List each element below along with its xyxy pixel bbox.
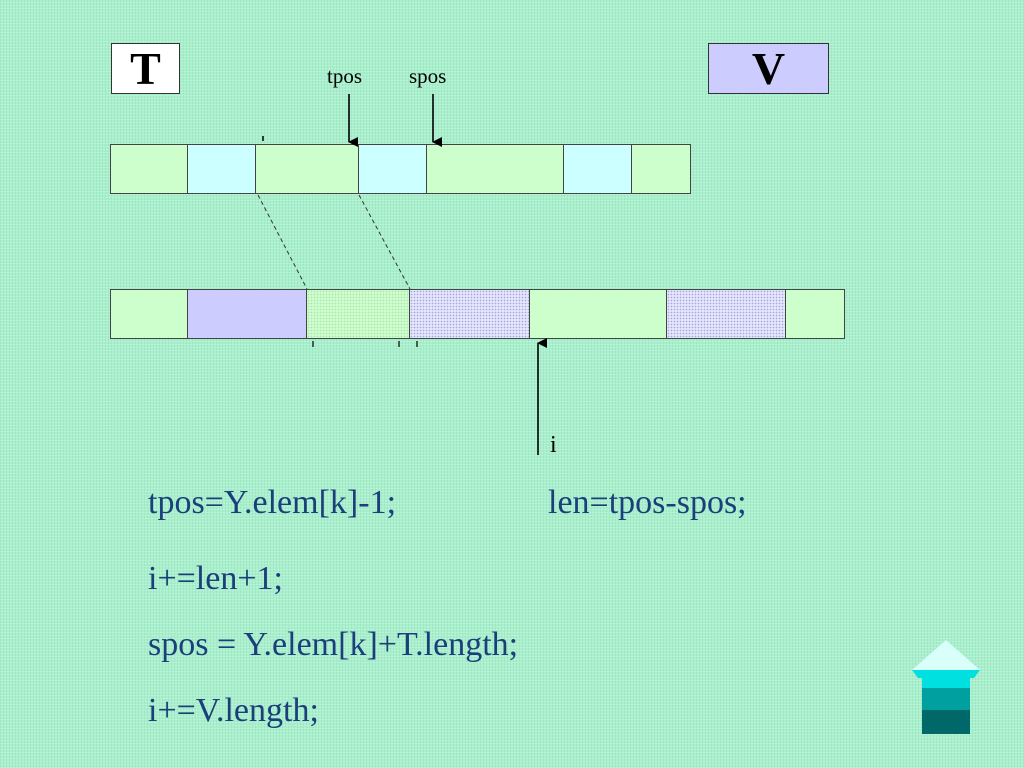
r-segment-3 [529,289,667,339]
code-line-tpos: tpos=Y.elem[k]-1; [148,484,397,521]
t-label-box: T [111,43,180,94]
t-segment-2 [255,144,359,194]
i-label: i [550,432,557,458]
t-segment-4 [631,144,691,194]
up-arrow-icon[interactable] [912,640,980,734]
spos-label: spos [409,64,447,88]
v-label-box: V [708,43,829,94]
code-line-len: len=tpos-spos; [548,484,747,521]
r-segment-1 [110,289,188,339]
t-segment-3 [426,144,564,194]
code-line-i-len: i+=len+1; [148,560,283,597]
code-line-spos: spos = Y.elem[k]+T.length; [148,626,519,663]
v-label: V [751,43,786,94]
t-match-3 [563,144,632,194]
t-string-strip [110,144,691,194]
code-line-i-vlength: i+=V.length; [148,692,319,729]
result-string-strip [110,289,845,339]
r-replaced-2 [409,289,530,339]
r-segment-4 [785,289,845,339]
copy-connector-left [257,194,308,290]
tpos-label: tpos [327,64,363,88]
r-replaced-1 [187,289,307,339]
t-match-2 [358,144,427,194]
t-match-1 [187,144,256,194]
r-replaced-3 [666,289,786,339]
copy-connector-right [358,194,411,290]
t-label: T [130,43,161,94]
